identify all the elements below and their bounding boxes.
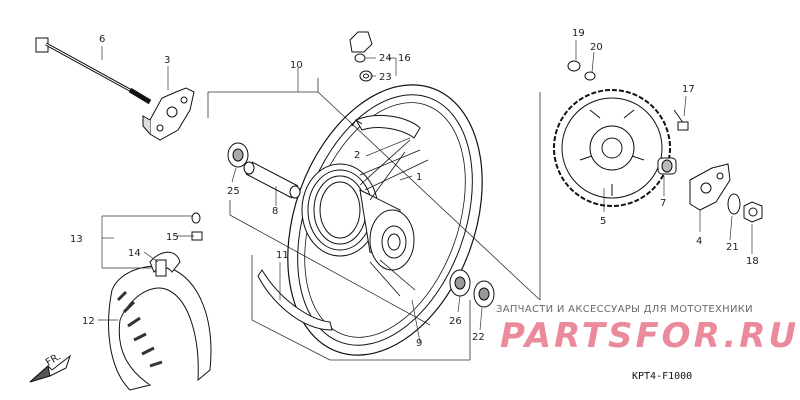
rim-band-lower	[257, 269, 333, 331]
callout-2: 2	[354, 150, 360, 161]
sprocket-bolt	[673, 109, 689, 131]
callout-10: 10	[290, 60, 303, 71]
spokes	[359, 139, 429, 297]
callout-1: 1	[416, 172, 422, 183]
callout-3: 3	[164, 55, 170, 66]
adjuster-bolt-group	[349, 31, 373, 82]
washer-and-nut	[727, 193, 763, 223]
callout-numbers: 6 3 10 24 23 16 19 20 17 2 1 25 8 5 7 4 …	[70, 28, 759, 349]
callout-18b: 18	[746, 256, 759, 267]
wheel-hub	[301, 163, 415, 271]
callout-21: 21	[726, 242, 739, 253]
watermark-tagline: ЗАПЧАСТИ И АКСЕССУАРЫ ДЛЯ МОТОТЕХНИКИ	[496, 304, 753, 315]
callout-25: 25	[227, 186, 240, 197]
watermark-brand: PARTSFOR.RU	[500, 316, 800, 356]
rear-axle	[35, 37, 152, 105]
inner-tube	[149, 212, 203, 277]
adjuster-plate	[689, 163, 731, 211]
callout-23: 23	[379, 72, 392, 83]
callout-15: 15	[166, 232, 179, 243]
assembly-frame-lines	[207, 78, 541, 361]
callout-6: 6	[99, 34, 105, 45]
callout-12: 12	[82, 316, 95, 327]
callout-20: 20	[590, 42, 603, 53]
distance-collar	[243, 161, 301, 199]
tire	[108, 265, 212, 391]
callout-leaders	[98, 40, 753, 343]
callout-24: 24	[379, 53, 392, 64]
callout-19: 19	[572, 28, 585, 39]
sprocket-nuts	[567, 60, 596, 81]
bearing-left	[227, 142, 249, 168]
callout-4: 4	[696, 236, 702, 247]
callout-17: 17	[682, 84, 695, 95]
callout-22: 22	[472, 332, 485, 343]
callout-26: 26	[449, 316, 462, 327]
callout-8: 8	[272, 206, 278, 217]
front-direction-arrow: FR.	[29, 351, 71, 383]
callout-16: 16	[398, 53, 411, 64]
callout-11: 11	[276, 250, 289, 261]
callout-7: 7	[660, 198, 666, 209]
driven-sprocket	[553, 89, 671, 207]
callout-9: 9	[416, 338, 422, 349]
callout-13: 13	[70, 234, 83, 245]
callout-5: 5	[600, 216, 606, 227]
diagram-code: KPT4-F1000	[632, 371, 693, 382]
axle-plate	[142, 87, 195, 141]
sprocket-collar	[657, 157, 677, 175]
bearing-right	[449, 269, 495, 308]
rim-band	[351, 114, 421, 139]
callout-14: 14	[128, 248, 141, 259]
